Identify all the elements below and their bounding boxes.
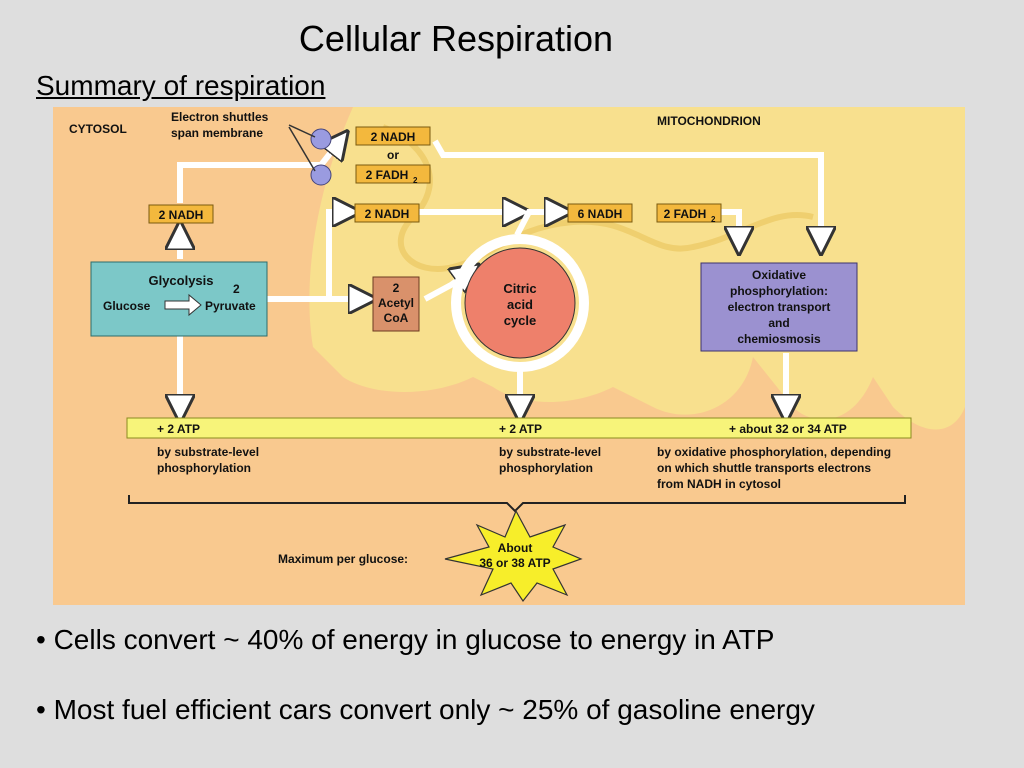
citric-line1: Citric [503, 281, 536, 296]
star-line1: About [498, 541, 533, 555]
acetyl-line3: CoA [384, 311, 409, 325]
shuttle-or-label: or [387, 148, 399, 162]
oxidative-line2: phosphorylation: [730, 284, 828, 298]
glycolysis-inner-arrow [164, 293, 202, 317]
arrow-shuttle-to-oxidative [432, 139, 821, 247]
shuttle-label-line1: Electron shuttles [171, 110, 269, 124]
bullet-cars: • Most fuel efficient cars convert only … [36, 694, 815, 725]
atp-label-oxidative: + about 32 or 34 ATP [729, 422, 847, 436]
atp-total-star [444, 509, 583, 603]
glycolysis-title: Glycolysis [148, 273, 213, 288]
oxidative-line4: and [768, 316, 789, 330]
shuttle-nadh-label: 2 NADH [371, 130, 416, 144]
shuttle-fadh-subscript: 2 [413, 176, 418, 185]
desc-cycle-line1: by substrate-level [499, 445, 601, 459]
slide-title: Cellular Respiration [298, 18, 614, 59]
arrow-nadh-to-shuttle [177, 137, 343, 203]
atp-label-glycolysis: + 2 ATP [157, 422, 200, 436]
glycolysis-box [90, 261, 268, 337]
shuttle-nadh-box [355, 126, 431, 146]
citric-cycle-ring [451, 234, 589, 372]
summary-brace [128, 495, 906, 513]
pyruvate-label: Pyruvate [205, 299, 256, 313]
respiration-diagram: CYTOSOL MITOCHONDRION Electron shuttles … [53, 107, 965, 605]
glycolysis-nadh-label: 2 NADH [159, 208, 204, 222]
slide-subtitle: Summary of respiration [36, 70, 326, 101]
acetyl-line1: 2 [393, 281, 400, 295]
shuttle-circle-bottom [310, 164, 332, 186]
shuttle-pointer-top [288, 124, 316, 138]
citric-line2: acid [507, 297, 533, 312]
shuttle-label-line2: span membrane [171, 126, 263, 140]
oxidative-line1: Oxidative [752, 268, 806, 282]
desc-glycolysis-line1: by substrate-level [157, 445, 259, 459]
oxidative-line5: chemiosmosis [737, 332, 821, 346]
cycle-fadh-box [656, 203, 722, 223]
arrow-to-pyruvate-nadh [326, 212, 353, 299]
oxidative-box [700, 262, 858, 352]
desc-oxidative-line1: by oxidative phosphorylation, depending [657, 445, 891, 459]
cycle-nadh-box [567, 203, 633, 223]
atp-bar [126, 417, 912, 439]
cytosol-label: CYTOSOL [69, 122, 127, 136]
glycolysis-two: 2 [233, 282, 240, 296]
cycle-fadh-label: 2 FADH [664, 207, 707, 221]
oxidative-line3: electron transport [728, 300, 831, 314]
acetyl-coa-box [372, 276, 420, 332]
mitochondrion-label: MITOCHONDRION [657, 114, 761, 128]
citric-cycle-circle [464, 247, 576, 359]
shuttle-fadh-box [355, 164, 431, 184]
shuttle-circle-top [310, 128, 332, 150]
pyruvate-nadh-box [354, 203, 420, 223]
acetyl-line2: Acetyl [378, 296, 414, 310]
bullet-cells: • Cells convert ~ 40% of energy in gluco… [36, 624, 775, 655]
arrow-fadh-to-oxidative [721, 209, 739, 247]
atp-label-cycle: + 2 ATP [499, 422, 542, 436]
shuttle-pointer-bottom [288, 126, 316, 172]
glycolysis-nadh-box [148, 204, 214, 224]
desc-cycle-line2: phosphorylation [499, 461, 593, 475]
cycle-nadh-label: 6 NADH [578, 207, 623, 221]
star-line2: 36 or 38 ATP [479, 556, 550, 570]
citric-line3: cycle [504, 313, 537, 328]
desc-oxidative-line2: on which shuttle transports electrons [657, 461, 871, 475]
desc-glycolysis-line2: phosphorylation [157, 461, 251, 475]
arrow-cycle-to-nadh [514, 212, 565, 237]
max-per-glucose-label: Maximum per glucose: [278, 552, 408, 566]
shuttle-fadh-label: 2 FADH [366, 168, 409, 182]
glucose-label: Glucose [103, 299, 151, 313]
desc-oxidative-line3: from NADH in cytosol [657, 477, 781, 491]
pyruvate-nadh-label: 2 NADH [365, 207, 410, 221]
cycle-fadh-subscript: 2 [711, 215, 716, 224]
